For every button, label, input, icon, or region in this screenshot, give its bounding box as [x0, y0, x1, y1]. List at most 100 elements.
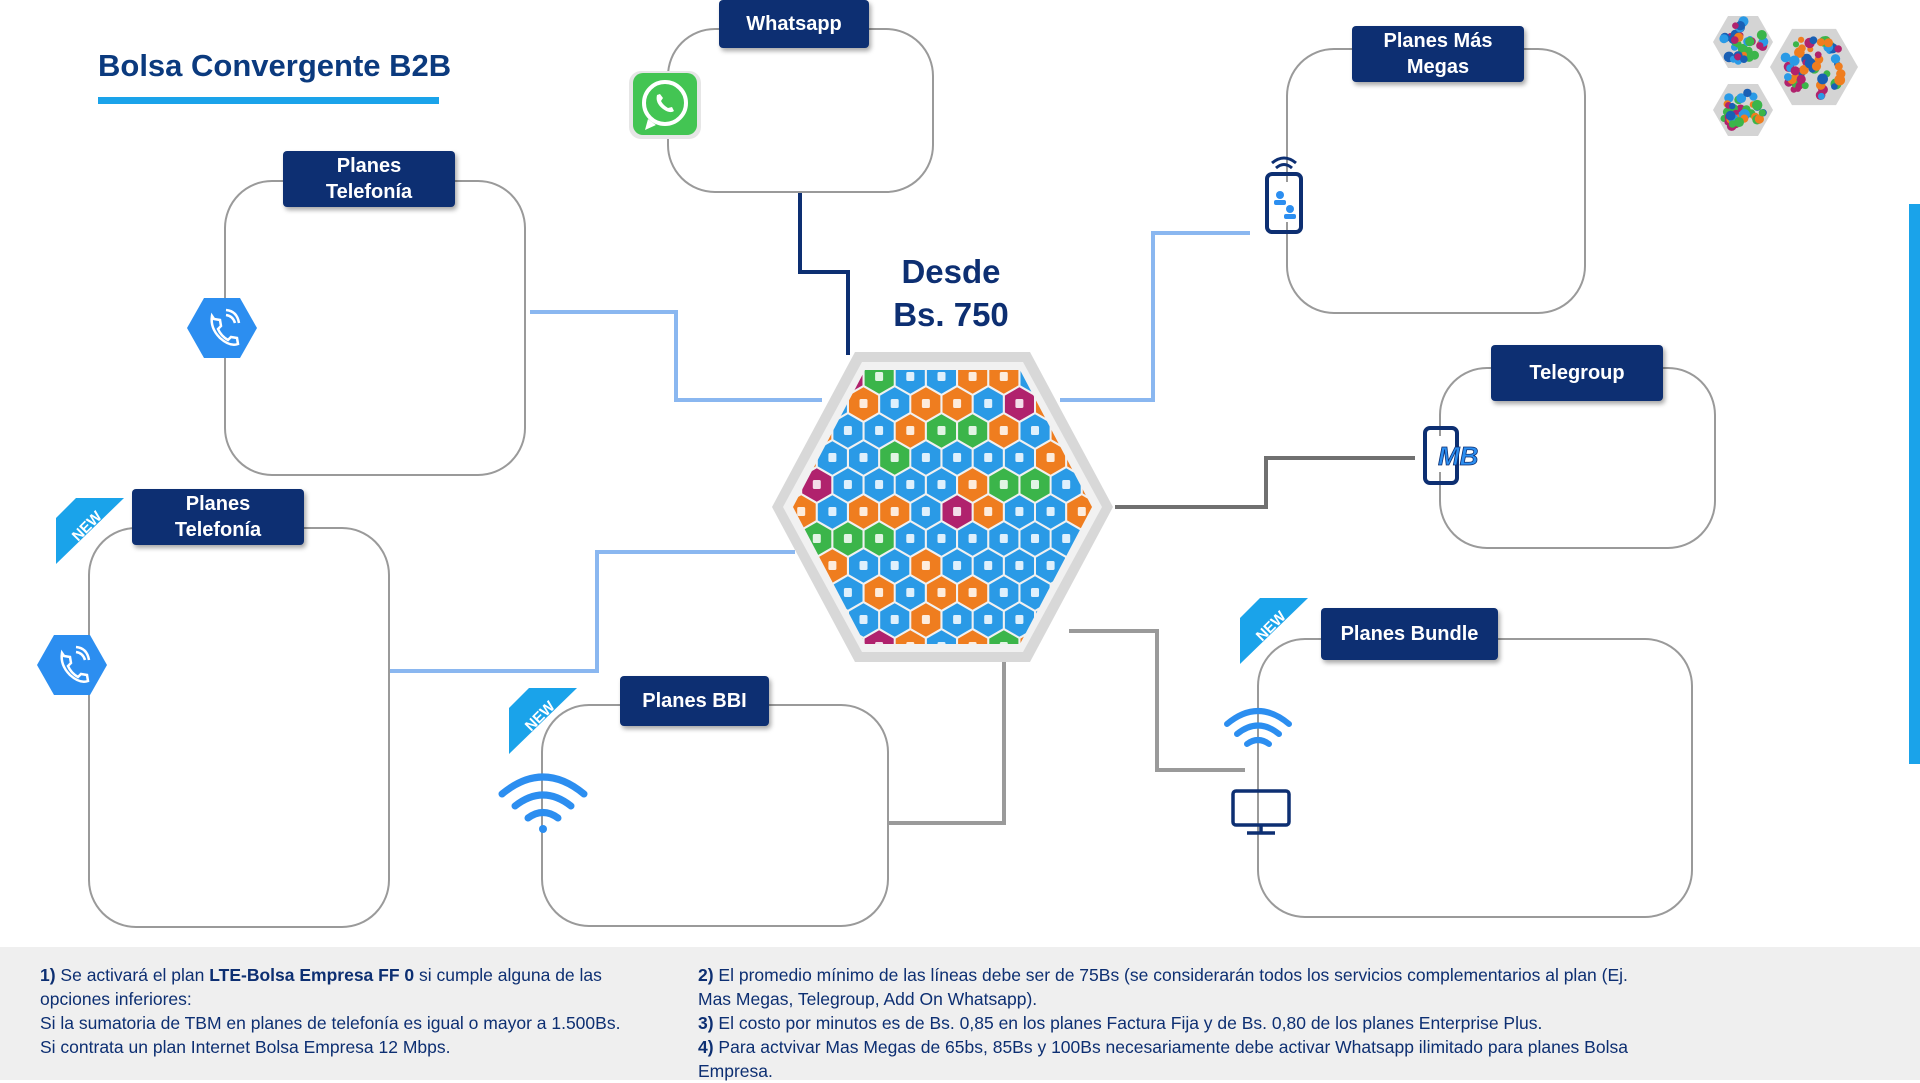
- mosaic-tile-glyph: [937, 480, 946, 489]
- mosaic-tile-glyph: [859, 453, 868, 462]
- mosaic-tile-glyph: [859, 399, 868, 408]
- tag-planes-bundle[interactable]: Planes Bundle: [1321, 608, 1498, 660]
- mosaic-tile-glyph: [906, 372, 915, 381]
- cluster-dot: [1734, 53, 1742, 61]
- box-planes-telefonia-1: [224, 180, 526, 476]
- note-1-post: si cumple alguna de las opciones inferio…: [40, 965, 602, 1009]
- mosaic-tile: [787, 657, 816, 664]
- mosaic-tile: [1098, 441, 1115, 475]
- mosaic-tile: [1114, 576, 1115, 610]
- logo-hex-cluster: [1713, 16, 1858, 136]
- mosaic-tile: [1082, 630, 1092, 644]
- tag-planes-telefonia-1[interactable]: Planes Telefonía: [283, 151, 455, 207]
- mosaic-tile: [770, 387, 785, 421]
- mosaic-tile-glyph: [1015, 453, 1024, 462]
- mosaic-tile: [770, 441, 785, 475]
- cluster-dot: [1758, 109, 1766, 117]
- mosaic-tile: [1114, 630, 1115, 664]
- cluster-dot: [1729, 102, 1736, 110]
- note-2-number: 2): [698, 965, 714, 985]
- mosaic-tile-glyph: [999, 588, 1008, 597]
- cluster-dot: [1809, 36, 1818, 45]
- tag-planes-mas-megas[interactable]: Planes Más Megas: [1352, 26, 1524, 82]
- mosaic-tile-glyph: [875, 426, 884, 435]
- mosaic-tile-glyph: [1031, 426, 1039, 435]
- phone-icon: [37, 635, 107, 695]
- cluster-dot: [1743, 88, 1752, 98]
- tag-telegroup[interactable]: Telegroup: [1491, 345, 1663, 401]
- mosaic-tile-glyph: [797, 615, 806, 624]
- mosaic-tile-glyph: [1109, 399, 1115, 408]
- tag-planes-bbi[interactable]: Planes BBI: [620, 676, 769, 726]
- mosaic-tile: [1098, 603, 1115, 637]
- mosaic-tile-glyph: [875, 480, 884, 489]
- mosaic-tile-glyph: [921, 507, 930, 516]
- mosaic-tile-glyph: [906, 480, 915, 489]
- cluster-dot: [1834, 45, 1842, 53]
- cluster-dot: [1780, 52, 1791, 63]
- mosaic-tile-glyph: [843, 426, 852, 435]
- cluster-dot: [1732, 22, 1739, 29]
- mosaic-tile-glyph: [953, 399, 962, 408]
- mosaic-tile-glyph: [782, 642, 790, 651]
- mosaic-tile-glyph: [1093, 588, 1101, 597]
- mosaic-tile-glyph: [999, 372, 1008, 381]
- cluster-dot: [1756, 42, 1764, 50]
- mosaic-tile-glyph: [859, 615, 868, 624]
- mosaic-tile-glyph: [875, 534, 884, 543]
- cluster-dot: [1817, 73, 1828, 85]
- mosaic-tile-glyph: [859, 507, 868, 516]
- center-hexagon-mosaic: [770, 350, 1115, 664]
- mosaic-tile-glyph: [782, 588, 790, 597]
- tag-whatsapp[interactable]: Whatsapp: [719, 0, 869, 48]
- cluster-dot: [1801, 82, 1809, 90]
- note-1-number: 1): [40, 965, 56, 985]
- mosaic-tile-glyph: [937, 372, 946, 381]
- mosaic-tile-glyph: [1046, 561, 1055, 570]
- mosaic-tile-glyph: [797, 399, 806, 408]
- mosaic-tile: [1098, 387, 1115, 421]
- cluster-dot: [1799, 65, 1809, 75]
- mosaic-tile-glyph: [953, 453, 962, 462]
- mosaic-tile-glyph: [828, 507, 837, 516]
- mosaic-tile-glyph: [1015, 561, 1024, 570]
- cluster-dot: [1794, 47, 1805, 58]
- price-line-2: Bs. 750: [893, 296, 1009, 333]
- box-whatsapp: [667, 28, 934, 193]
- tag-planes-telefonia-2[interactable]: Planes Telefonía: [132, 489, 304, 545]
- wire-mas-megas: [1060, 231, 1250, 402]
- mosaic-tile-glyph: [921, 615, 930, 624]
- mosaic-tile-glyph: [1062, 480, 1071, 489]
- cluster-dot: [1818, 92, 1825, 100]
- mobile-wifi-icon: [1265, 156, 1303, 234]
- mosaic-tile-glyph: [890, 561, 899, 570]
- wire-telefonia-2: [388, 550, 795, 673]
- mosaic-tile: [793, 630, 801, 644]
- mosaic-tile-glyph: [953, 615, 962, 624]
- mosaic-tile: [802, 630, 832, 644]
- cluster-dot: [1834, 74, 1846, 86]
- cluster-dot: [1824, 38, 1833, 48]
- mosaic-tile-glyph: [1031, 534, 1039, 543]
- mosaic-tile: [926, 630, 956, 644]
- mosaic-tile-glyph: [968, 480, 977, 489]
- note-4-text: Para actvivar Mas Megas de 65bs, 85Bs y …: [698, 1037, 1628, 1081]
- cluster-dot: [1754, 114, 1764, 124]
- mosaic-tile-glyph: [968, 372, 977, 381]
- mosaic-tile-glyph: [812, 534, 821, 543]
- mosaic-tile: [1036, 350, 1065, 367]
- note-3-number: 3): [698, 1013, 714, 1033]
- cluster-dot: [1731, 36, 1739, 44]
- mosaic-tile-glyph: [843, 480, 852, 489]
- mobile-mb-icon: MB: [1423, 426, 1479, 485]
- mosaic-tile-glyph: [906, 534, 915, 543]
- cluster-dot: [1796, 74, 1806, 84]
- mosaic-tile-glyph: [984, 399, 993, 408]
- cluster-dot: [1814, 51, 1822, 59]
- mosaic-tile: [818, 657, 847, 664]
- cluster-dot: [1834, 62, 1843, 71]
- cluster-dot: [1740, 55, 1748, 63]
- mosaic-tile-glyph: [770, 399, 774, 408]
- cluster-dot: [1756, 30, 1767, 40]
- cluster-dot: [1831, 83, 1838, 90]
